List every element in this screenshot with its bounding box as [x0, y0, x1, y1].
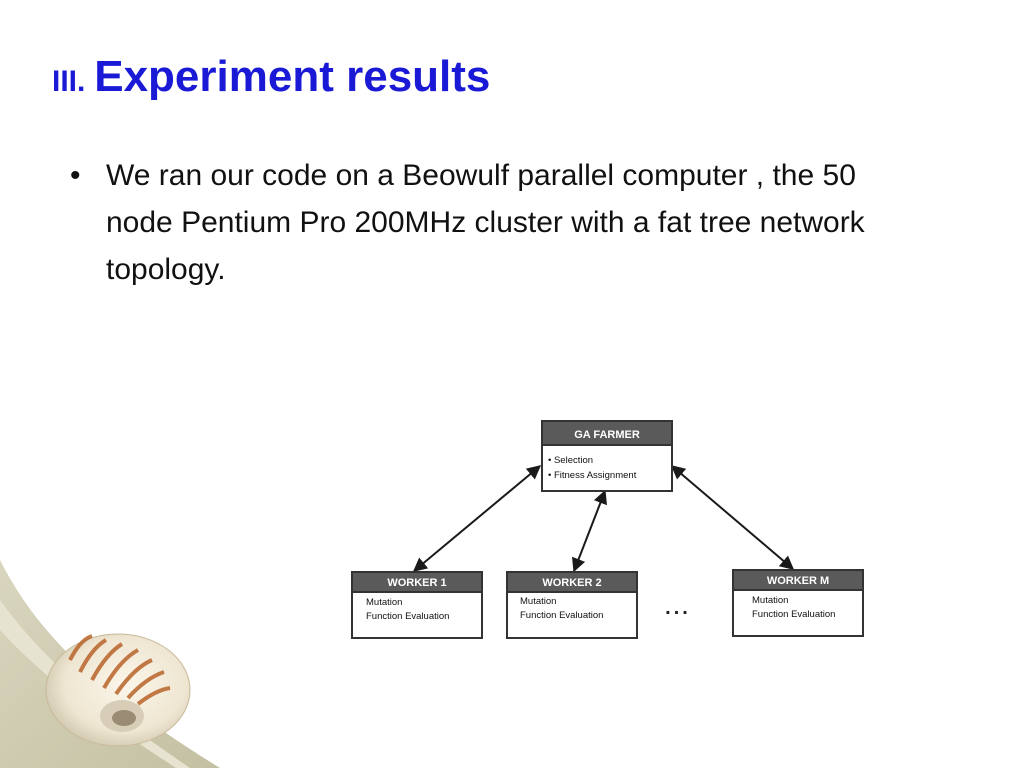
connection-farmer-worker-1: [412, 465, 542, 572]
worker-m-box: WORKER M Mutation Function Evaluation: [732, 569, 864, 637]
title-text: Experiment results: [94, 52, 491, 101]
worker-m-item: Function Evaluation: [752, 609, 835, 620]
worker-1-title: WORKER 1: [387, 577, 446, 589]
nautilus-shell-icon: [45, 633, 191, 747]
worker-m-item: Mutation: [752, 595, 788, 606]
worker-1-box: WORKER 1 Mutation Function Evaluation: [351, 571, 483, 639]
ga-farmer-box: GA FARMER • Selection • Fitness Assignme…: [541, 420, 673, 492]
ga-farmer-title: GA FARMER: [574, 429, 640, 441]
slide-title: III. Experiment results: [52, 52, 490, 102]
worker-2-title: WORKER 2: [542, 577, 601, 589]
bullet-dot: •: [70, 159, 81, 192]
bullet-item: • We ran our code on a Beowulf parallel …: [62, 152, 922, 293]
worker-2-item: Mutation: [520, 596, 556, 607]
worker-1-item: Function Evaluation: [366, 611, 449, 622]
connection-farmer-worker-m: [670, 465, 795, 570]
worker-1-item: Mutation: [366, 597, 402, 608]
ga-farmer-item: • Fitness Assignment: [548, 470, 637, 481]
worker-2-box: WORKER 2 Mutation Function Evaluation: [506, 571, 638, 639]
bullet-list: • We ran our code on a Beowulf parallel …: [62, 152, 922, 293]
connection-farmer-worker-2: [572, 489, 607, 573]
more-workers-ellipsis: ...: [665, 597, 691, 619]
worker-2-item: Function Evaluation: [520, 610, 603, 621]
bullet-text: We ran our code on a Beowulf parallel co…: [106, 159, 865, 286]
ga-farmer-item: • Selection: [548, 455, 593, 466]
title-numeral: III.: [52, 65, 86, 98]
worker-m-title: WORKER M: [767, 575, 829, 587]
